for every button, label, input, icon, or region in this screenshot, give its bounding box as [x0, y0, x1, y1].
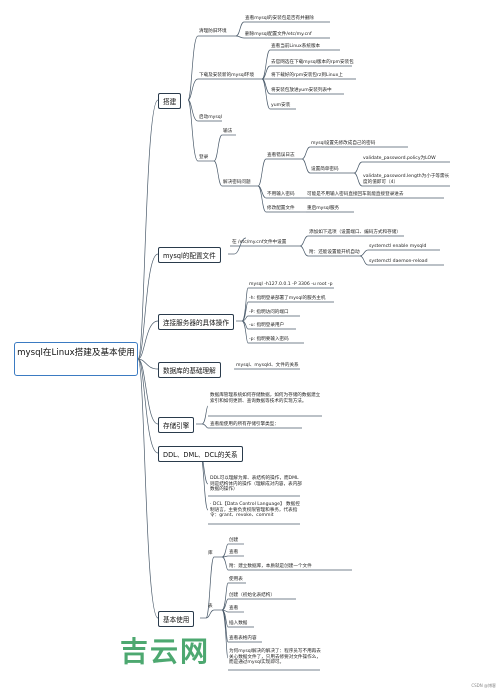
setup-install-3[interactable]: 将下载好的rpm安装包rz到Linux上: [271, 73, 343, 78]
setup-pwd-policy[interactable]: 设置简单密码: [311, 167, 339, 172]
usage-t-6[interactable]: 为何mysql解决的解决了：程序员写不用再去关心数据文件了，只用去修要对文件操作…: [229, 649, 321, 666]
usage-db-3[interactable]: 附：建立数据库，本质就是创建一个文件: [229, 564, 312, 569]
ddl-text-2[interactable]: · DCL【Data Control Language】 数据控制语言，主要负责…: [210, 502, 300, 519]
setup-install-4[interactable]: 将安装包放进yum安装列表中: [271, 88, 332, 93]
connect-p[interactable]: -p: 指明要输入密码: [249, 337, 289, 342]
root-node[interactable]: mysql在Linux搭建及基本使用: [14, 342, 138, 376]
branch-connect[interactable]: 连接服务器的具体操作: [158, 314, 234, 330]
connect-u[interactable]: -u: 指明登录用户: [249, 323, 285, 328]
setup-edit-cfg-1[interactable]: 重启mysql服务: [307, 206, 340, 211]
connect-cmd[interactable]: mysql -h127.0.0.1 -P 3306 -u root -p: [249, 282, 333, 287]
connect-h[interactable]: -h: 指明登录部署了mysql的服务主机: [249, 296, 326, 301]
setup-login[interactable]: 登录: [199, 155, 209, 160]
usage-db[interactable]: 库: [208, 551, 213, 556]
setup-login-1[interactable]: 输法: [223, 129, 233, 134]
setup-skip[interactable]: 不用输入密码: [267, 192, 295, 197]
branch-setup[interactable]: 搭建: [158, 93, 182, 109]
setup-pwd-policy-1[interactable]: validate_password.policy为LOW: [363, 156, 436, 161]
usage-t-5[interactable]: 查看表格内容: [229, 636, 257, 641]
branch-config[interactable]: mysql的配置文件: [158, 247, 221, 263]
setup-clean[interactable]: 清理防旧环境: [199, 29, 227, 34]
branch-engine[interactable]: 存储引擎: [158, 417, 195, 433]
setup-install-2[interactable]: 去官网选在下载mysql版本的rpm安装包: [271, 60, 354, 65]
setup-clean-2[interactable]: 删除mysql配置文件/etc/my.cnf: [245, 32, 312, 37]
config-item-2[interactable]: 附：还能设置能开机自动: [309, 250, 360, 255]
setup-temp-pwd-1[interactable]: mysql设置先修改成自己的密码: [311, 141, 376, 146]
branch-ddl[interactable]: DDL、DML、DCL的关系: [158, 446, 243, 462]
setup-edit-cfg[interactable]: 修改配置文件: [267, 206, 295, 211]
branch-basic[interactable]: 数据库的基础理解: [158, 362, 221, 378]
config-item-2a[interactable]: systemctl enable mysqld: [369, 244, 427, 249]
source-credit: CSDN @博客: [471, 683, 496, 688]
setup-install-1[interactable]: 查看当前Linux系统版本: [271, 44, 321, 49]
engine-text-1[interactable]: 数据库管理系统如何存储数据，如何为存储的数据建立索引和如何更新、查询数据等技术的…: [210, 393, 321, 404]
setup-install-5[interactable]: yum安装: [271, 103, 291, 108]
usage-db-1[interactable]: 创建: [229, 538, 239, 543]
watermark-logo: 吉云网: [120, 635, 211, 668]
setup-clean-1[interactable]: 查看mysql的安装包是否有并删除: [245, 16, 314, 21]
setup-start[interactable]: 启动mysql: [199, 115, 222, 120]
usage-t-3[interactable]: 查看: [229, 606, 239, 611]
engine-text-2[interactable]: 查看能使用的所有存储引擎类型：: [210, 422, 279, 427]
setup-pwd-policy-2[interactable]: validate_password.length为小于等需长度的值即可（4）: [363, 174, 450, 185]
usage-t-4[interactable]: 插入数据: [229, 621, 248, 626]
connect-P[interactable]: -P: 指明访问的端口: [249, 310, 289, 315]
setup-skip-1[interactable]: 可能是不用输入密码直接回车就能直接登录进去: [307, 192, 404, 197]
config-item-2b[interactable]: systemctl daemon-reload: [369, 259, 428, 264]
config-path[interactable]: 在 /etc/my.cnf文件中设置: [232, 240, 287, 245]
setup-install[interactable]: 下载及安装新的mysql环境: [199, 73, 255, 78]
usage-t-1[interactable]: 使用表: [229, 577, 243, 582]
usage-t-2[interactable]: 创建（初始化表结构）: [229, 593, 275, 598]
setup-temp-pwd[interactable]: 查看错误日志: [267, 153, 295, 158]
branch-usage[interactable]: 基本使用: [158, 611, 195, 627]
config-item-1[interactable]: 添加如下选项（设置端口、编码方式和存储）: [309, 230, 401, 235]
basic-text[interactable]: mysql、mysqld、文件的关系: [236, 363, 299, 368]
setup-login-2[interactable]: 解决密码问题: [223, 180, 251, 185]
ddl-text-1[interactable]: DDL可以理解为库、表结构的操作，而DML则是结构体内的操作（理解成对内容，表内…: [210, 476, 302, 493]
usage-table[interactable]: 表: [208, 604, 213, 609]
usage-db-2[interactable]: 查看: [229, 550, 239, 555]
